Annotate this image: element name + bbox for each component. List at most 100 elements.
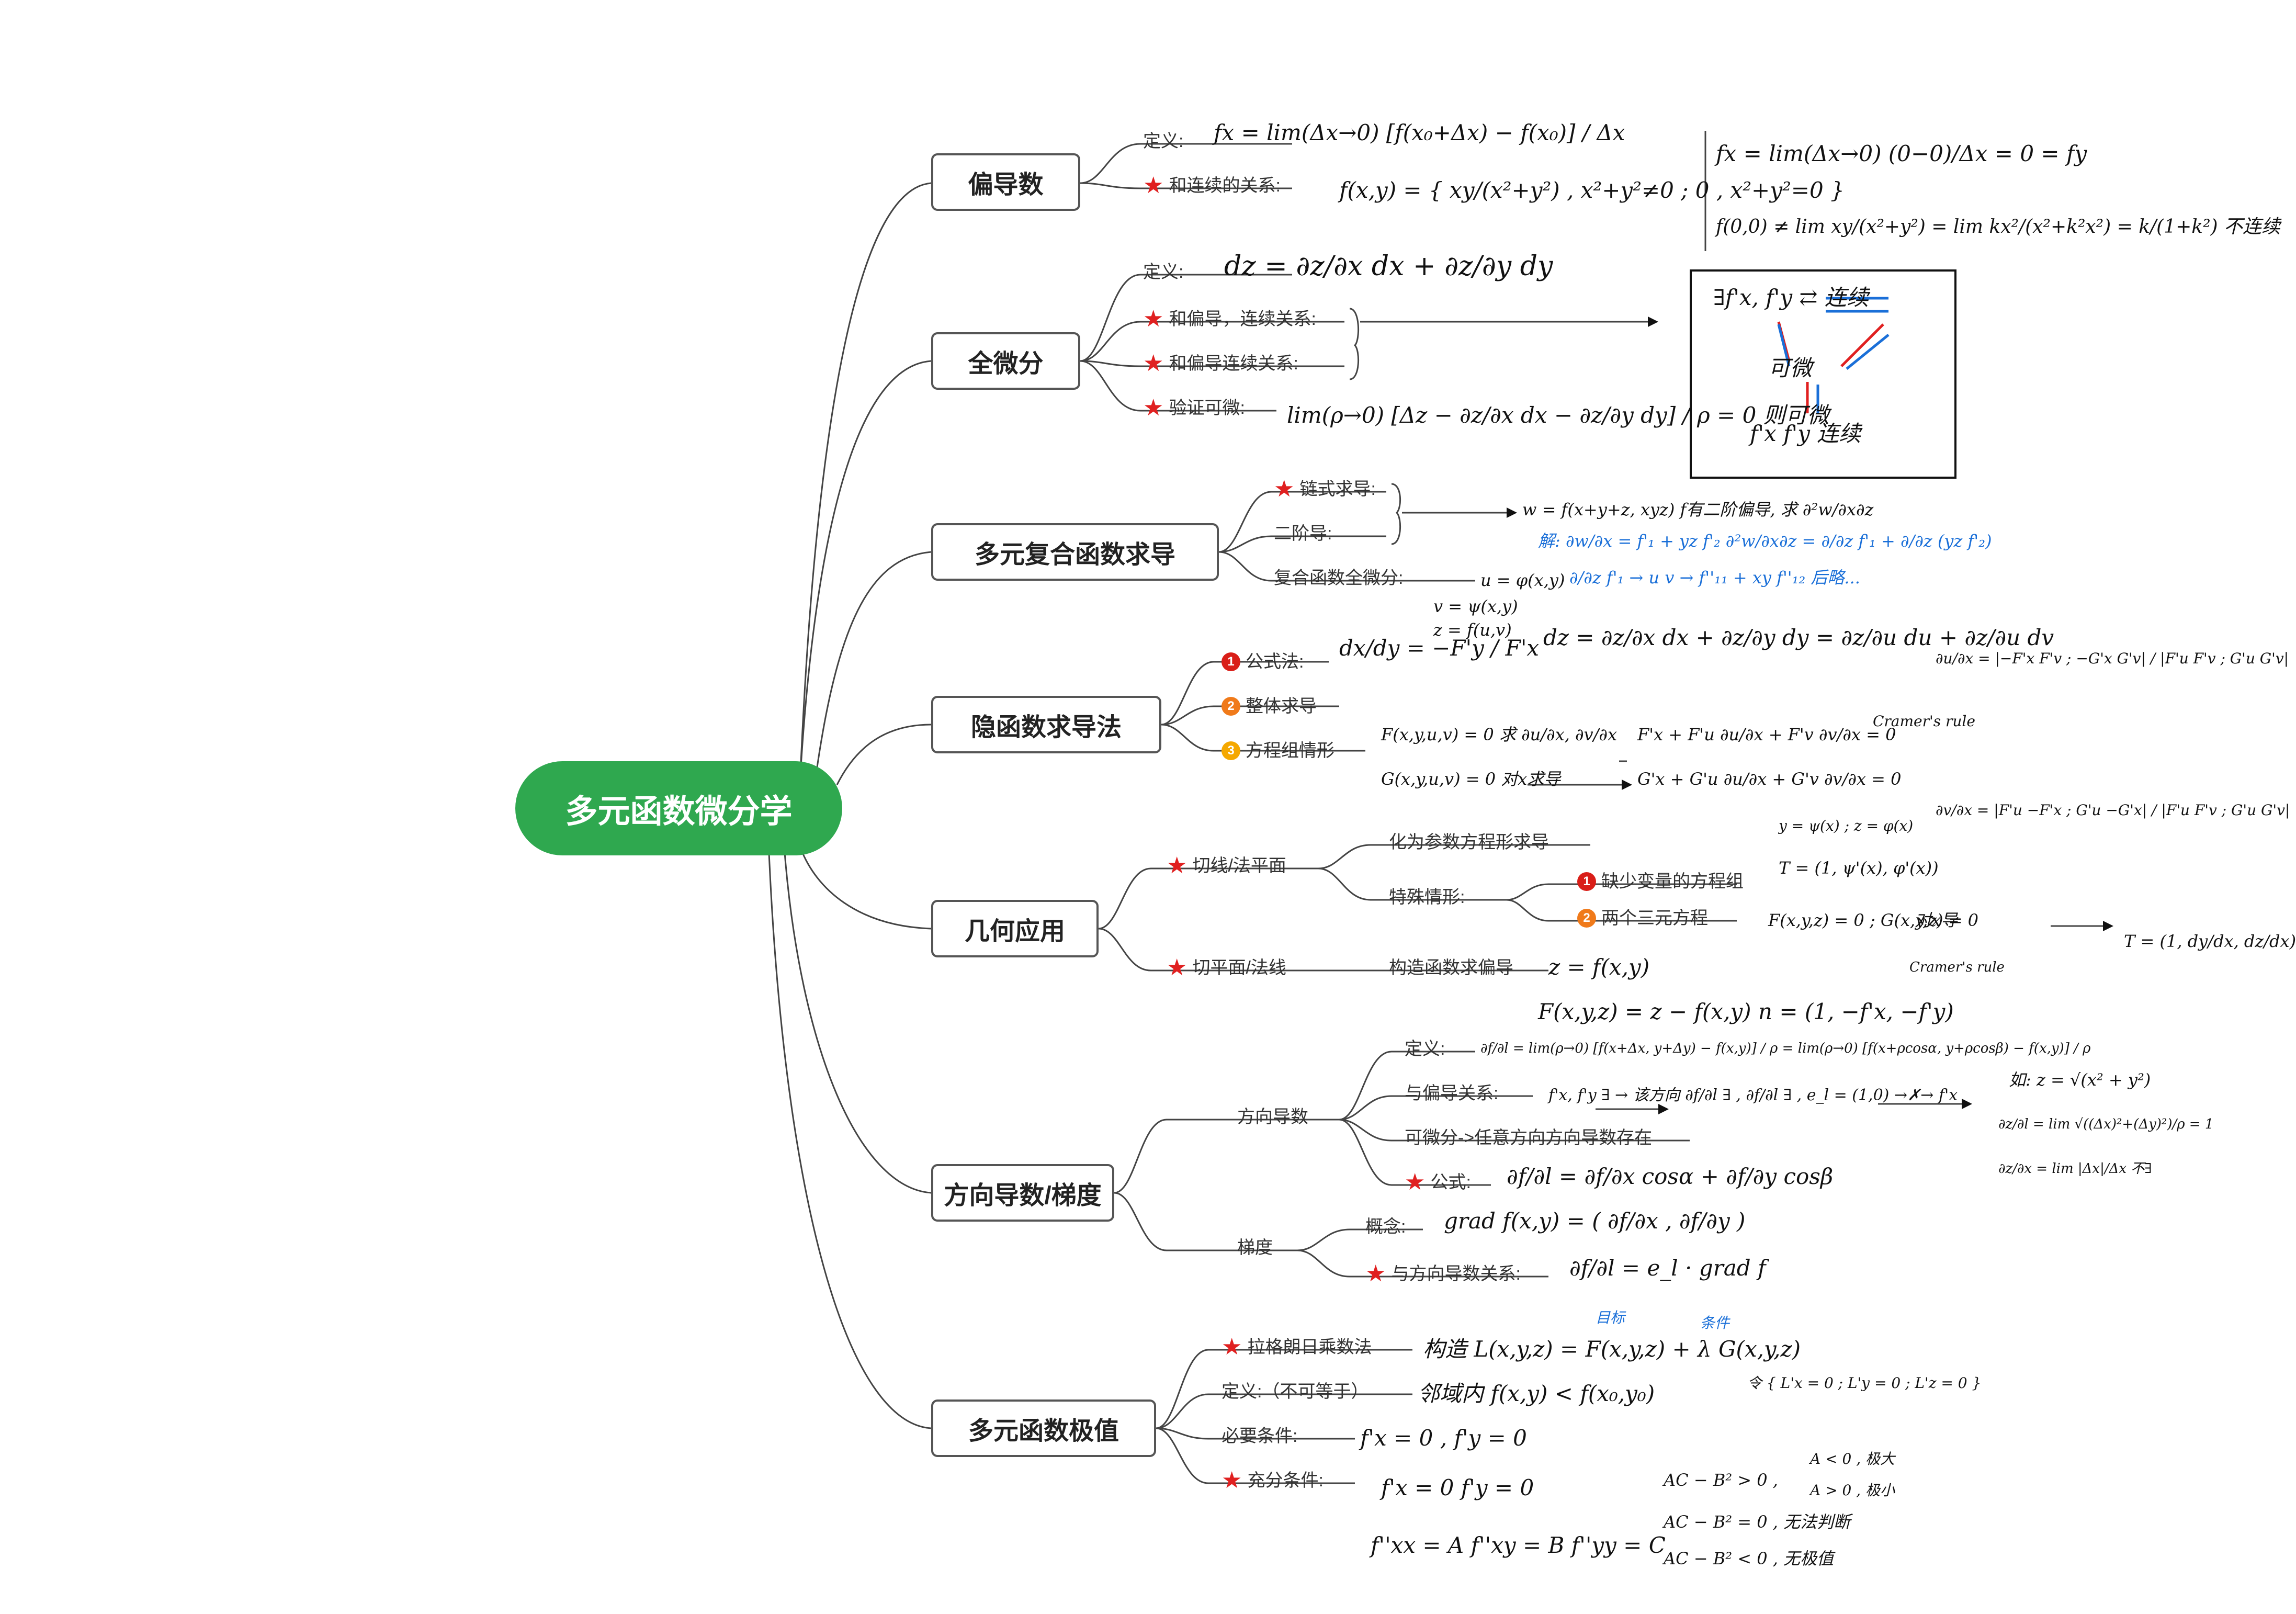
branch-title: 几何应用: [964, 918, 1065, 945]
leaf-total-definition[interactable]: 定义:: [1143, 262, 1183, 283]
star-icon: ★: [1143, 395, 1164, 421]
note-geometry-cramer: Cramer's rule: [1909, 960, 2005, 975]
branch-title: 全微分: [968, 350, 1044, 378]
leaf-label: 定义:: [1143, 131, 1184, 151]
note-partial-piecewise: f(x,y) = { xy/(x²+y²) , x²+y²≠0 ; 0 , x²…: [1339, 177, 1845, 203]
note-directional-example: 如: z = √(x² + y²): [2009, 1070, 2151, 1090]
branch-title: 多元复合函数求导: [974, 541, 1175, 569]
note-box-top: ∃f'x, f'y ⇄ 连续: [1713, 285, 1869, 310]
leaf-geometry-special[interactable]: 特殊情形:: [1389, 887, 1465, 908]
note-geometry-FG: F(x,y,z) = 0 ; G(x,y,z) = 0: [1768, 910, 1979, 930]
note-extremum-target: 目标: [1596, 1309, 1625, 1326]
leaf-geometry-tangent-line[interactable]: ★ 切线/法平面: [1167, 853, 1286, 878]
note-extremum-c1: AC − B² > 0 ,: [1664, 1470, 1778, 1490]
note-total-dz: dz = ∂z/∂x dx + ∂z/∂y dy: [1224, 251, 1553, 282]
note-implicit-F: F(x,y,u,v) = 0 求 ∂u/∂x, ∂v/∂x: [1381, 725, 1617, 744]
note-composite-dz: dz = ∂z/∂x dx + ∂z/∂y dy = ∂z/∂u du + ∂z…: [1543, 625, 2054, 650]
leaf-extremum-necessary[interactable]: 必要条件:: [1221, 1426, 1297, 1447]
leaf-label: 方向导数: [1237, 1107, 1308, 1127]
note-directional-rel: f'x, f'y ∃ → 该方向 ∂f/∂l ∃ , ∂f/∂l ∃ , e_l…: [1548, 1086, 1958, 1104]
branch-composite-derivative[interactable]: 多元复合函数求导: [931, 523, 1219, 581]
root-topic[interactable]: 多元函数微分学: [515, 761, 842, 855]
star-icon: ★: [1221, 1334, 1242, 1360]
leaf-directional-formula[interactable]: ★ 公式:: [1405, 1171, 1471, 1194]
branch-title: 方向导数/梯度: [944, 1182, 1102, 1210]
edge-root-extremum: [768, 852, 932, 1429]
note-extremum-suf2: f''xx = A f''xy = B f''yy = C: [1371, 1532, 1666, 1558]
leaf-label: 公式法:: [1246, 652, 1304, 672]
leaf-label: 可微分->任意方向方向导数存在: [1405, 1128, 1653, 1148]
root-title: 多元函数微分学: [565, 794, 793, 830]
leaf-label: 与方向导数关系:: [1391, 1264, 1521, 1284]
leaf-label: 定义:: [1143, 262, 1184, 282]
leaf-directional-definition[interactable]: 定义:: [1405, 1039, 1445, 1059]
branch-geometry[interactable]: 几何应用: [931, 900, 1099, 957]
note-implicit-du: ∂u/∂x = |−F'x F'v ; −G'x G'v| / |F'u F'v…: [1936, 650, 2289, 667]
badge-3-icon: 3: [1221, 741, 1240, 760]
relation-box: [1690, 269, 1956, 479]
leaf-label: 特殊情形:: [1389, 887, 1465, 907]
star-icon: ★: [1274, 476, 1295, 502]
branch-directional-gradient[interactable]: 方向导数/梯度: [931, 1164, 1114, 1222]
leaf-geometry-tangent-plane[interactable]: ★ 切平面/法线: [1167, 955, 1286, 980]
leaf-label: 与偏导关系:: [1405, 1083, 1499, 1103]
leaf-geometry-param[interactable]: 化为参数方程形求导: [1389, 832, 1549, 853]
leaf-composite-total[interactable]: 复合函数全微分:: [1274, 568, 1403, 589]
note-composite-solve2: ∂/∂z f'₁ → u v → f''₁₁ + xy f''₁₂ 后略...: [1569, 568, 1860, 588]
note-composite-v: v = ψ(x,y): [1433, 596, 1518, 616]
badge-1-icon: 1: [1577, 872, 1596, 891]
leaf-partial-definition[interactable]: 定义:: [1143, 131, 1183, 152]
leaf-geometry-missing[interactable]: 1 缺少变量的方程组: [1577, 871, 1744, 892]
note-partial-def-formula: fx = lim(Δx→0) [f(x₀+Δx) − f(x₀)] / Δx: [1214, 120, 1625, 145]
leaf-composite-second[interactable]: 二阶导:: [1274, 523, 1332, 544]
leaf-directional-dir[interactable]: 方向导数: [1237, 1107, 1308, 1127]
leaf-total-rel-partial-continuity[interactable]: ★ 和偏导连续关系:: [1143, 352, 1298, 375]
note-extremum-c3: AC − B² < 0 , 无极值: [1664, 1549, 1834, 1568]
branch-partial-derivative[interactable]: 偏导数: [931, 153, 1080, 211]
star-icon: ★: [1167, 853, 1187, 878]
leaf-implicit-system[interactable]: 3 方程组情形: [1221, 740, 1334, 761]
star-icon: ★: [1167, 955, 1187, 980]
badge-2-icon: 2: [1577, 909, 1596, 928]
branch-total-differential[interactable]: 全微分: [931, 332, 1080, 390]
leaf-directional-relation-dir[interactable]: ★ 与方向导数关系:: [1365, 1261, 1521, 1286]
edge-root-implicit: [836, 724, 932, 785]
badge-1-icon: 1: [1221, 652, 1240, 671]
branch-extremum[interactable]: 多元函数极值: [931, 1399, 1156, 1457]
star-icon: ★: [1365, 1261, 1386, 1286]
leaf-directional-gradient[interactable]: 梯度: [1237, 1237, 1273, 1258]
leaf-implicit-formula[interactable]: 1 公式法:: [1221, 651, 1304, 672]
leaf-directional-relation[interactable]: 与偏导关系:: [1405, 1083, 1498, 1104]
leaf-label: 定义:（不可等于）: [1221, 1382, 1369, 1402]
note-extremum-c1a: A < 0 , 极大: [1810, 1450, 1895, 1468]
leaf-total-rel-partial-continuous[interactable]: ★ 和偏导，连续关系:: [1143, 308, 1316, 331]
leaf-extremum-definition[interactable]: 定义:（不可等于）: [1221, 1381, 1368, 1402]
note-implicit-dydx: dx/dy = −F'y / F'x: [1339, 635, 1540, 661]
note-implicit-cramer: Cramer's rule: [1873, 713, 1975, 730]
leaf-label: 切平面/法线: [1192, 958, 1286, 978]
leaf-implicit-whole[interactable]: 2 整体求导: [1221, 696, 1317, 717]
leaf-directional-concept[interactable]: 概念:: [1365, 1216, 1406, 1237]
leaf-label: 和偏导，连续关系:: [1169, 309, 1316, 329]
branch-title: 偏导数: [968, 171, 1044, 199]
badge-2-icon: 2: [1221, 697, 1240, 716]
note-directional-ex1: ∂z/∂l = lim √((Δx)²+(Δy)²)/ρ = 1: [1998, 1116, 2214, 1132]
leaf-label: 定义:: [1405, 1039, 1445, 1059]
note-implicit-dv: ∂v/∂x = |F'u −F'x ; G'u −G'x| / |F'u F'v…: [1936, 802, 2290, 819]
leaf-extremum-sufficient[interactable]: ★ 充分条件:: [1221, 1469, 1324, 1492]
leaf-geometry-two-eq[interactable]: 2 两个三元方程: [1577, 908, 1708, 929]
branch-implicit-derivative[interactable]: 隐函数求导法: [931, 696, 1161, 753]
leaf-extremum-lagrange[interactable]: ★ 拉格朗日乘数法: [1221, 1334, 1372, 1360]
branch-title: 隐函数求导法: [970, 714, 1122, 741]
note-directional-def: ∂f/∂l = lim(ρ→0) [f(x+Δx, y+Δy) − f(x,y)…: [1480, 1041, 2091, 1056]
leaf-partial-relation[interactable]: ★ 和连续的关系:: [1143, 174, 1281, 197]
leaf-total-verify[interactable]: ★ 验证可微:: [1143, 395, 1245, 421]
leaf-geometry-construct[interactable]: 构造函数求偏导: [1389, 957, 1513, 978]
note-geometry-yz: y = ψ(x) ; z = φ(x): [1779, 817, 1914, 834]
leaf-composite-chain[interactable]: ★ 链式求导:: [1274, 476, 1376, 502]
leaf-directional-differentiable[interactable]: 可微分->任意方向方向导数存在: [1405, 1127, 1652, 1148]
edge-root-totaldiff: [799, 360, 932, 775]
leaf-label: 和连续的关系:: [1169, 176, 1281, 196]
edge-root-directional: [784, 852, 932, 1194]
note-partial-fx-zero: fx = lim(Δx→0) (0−0)/Δx = 0 = fy: [1716, 141, 2087, 166]
